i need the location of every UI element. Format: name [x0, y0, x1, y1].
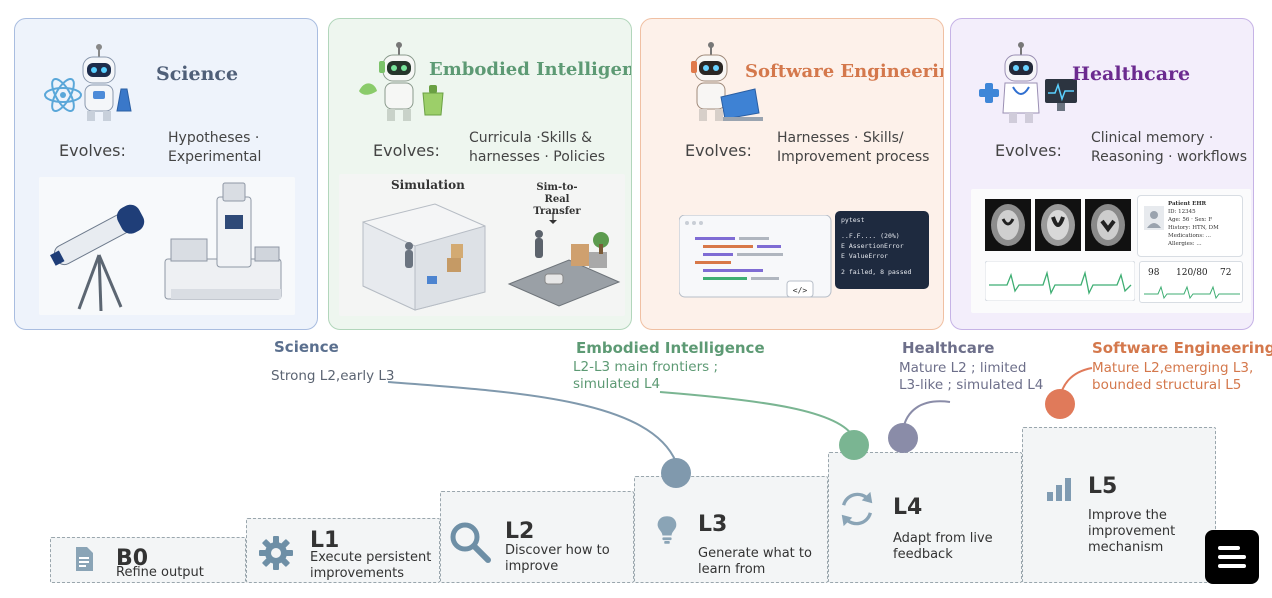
- code-editor-and-terminal-image: </> pytest ..F.F.... (20%) E AssertionEr…: [657, 205, 931, 309]
- simulation-label: Simulation: [391, 178, 465, 192]
- software-evolves-label: Evolves:: [685, 141, 752, 160]
- healthcare-evolves-label: Evolves:: [995, 141, 1062, 160]
- embodied-title: Embodied Intelligence: [429, 59, 631, 80]
- level-l2-id: L2: [505, 519, 535, 544]
- telescope-and-lab-instrument-image: [39, 177, 295, 315]
- ehr-line-2: Age: 56 · Sex: F: [1168, 217, 1213, 223]
- embodied-connector: [659, 391, 855, 439]
- terminal-line-1: ..F.F.... (20%): [841, 232, 900, 240]
- code-editor-graphic: </>: [679, 215, 832, 298]
- software-title: Software Engineering: [745, 61, 944, 82]
- cycle-icon: [841, 491, 873, 527]
- code-icon-text: </>: [793, 286, 808, 295]
- medical-imaging-and-ehr-image: Patient EHR ID: 12345 Age: 56 · Sex: F H…: [971, 189, 1251, 313]
- software-dot: [1045, 389, 1075, 419]
- ehr-line-5: Allergies: ...: [1168, 241, 1202, 247]
- annotation-healthcare-label: Healthcare: [902, 339, 995, 357]
- vital-blood-pressure: 120/80: [1176, 268, 1208, 278]
- level-l3-desc: Generate what to learn from: [698, 546, 812, 577]
- science-card: Science Evolves: Hypotheses · Experiment…: [14, 18, 318, 330]
- stair-l2: [440, 491, 634, 583]
- terminal-line-3: E ValueError: [841, 252, 888, 260]
- level-b0-id: B0: [116, 546, 149, 571]
- terminal-line-4: 2 failed, 8 passed: [841, 268, 912, 276]
- robot-laptop-icon: [691, 42, 763, 121]
- annotation-science-text: Strong L2,early L3: [271, 368, 395, 384]
- science-evolves-text: Hypotheses · Experimental: [168, 130, 262, 165]
- terminal-panel: pytest ..F.F.... (20%) E AssertionError …: [835, 211, 929, 289]
- software-engineering-card: Software Engineering Evolves: Harnesses …: [640, 18, 944, 330]
- robot-doctor-icon: [979, 42, 1077, 123]
- stair-l1: [246, 518, 440, 583]
- embodied-title-text: Embodied Intelligence: [429, 59, 631, 80]
- level-l3-id: L3: [698, 512, 728, 537]
- ehr-text: Patient EHR ID: 12345 Age: 56 · Sex: F H…: [1168, 200, 1219, 248]
- simulation-and-sim-to-real-image: Simulation Sim-to-Real Transfer: [339, 174, 625, 316]
- embodied-evolves-label: Evolves:: [373, 141, 440, 160]
- software-title-text: Software Engineering: [745, 61, 944, 82]
- annotation-embodied-label: Embodied Intelligence: [576, 339, 765, 357]
- science-title: Science: [156, 63, 239, 85]
- vitals-panel: 98 120/80 72: [1139, 261, 1243, 303]
- robot-gardener-icon: [359, 42, 444, 121]
- level-l2-desc: Discover how to improve: [505, 543, 610, 574]
- annotation-science-label: Science: [274, 338, 339, 356]
- science-connector: [387, 381, 677, 463]
- healthcare-card: Healthcare Evolves: Clinical memory · Re…: [950, 18, 1254, 330]
- level-l1-id: L1: [310, 528, 340, 553]
- ehr-line-4: Medications: ...: [1168, 233, 1212, 239]
- embodied-evolves-text: Curricula ·Skills & harnesses · Policies: [469, 130, 606, 165]
- ehr-panel: Patient EHR ID: 12345 Age: 56 · Sex: F H…: [1137, 195, 1243, 257]
- bar-chart-icon: [1047, 478, 1071, 501]
- ecg-strip-graphic: [985, 261, 1135, 301]
- magnifier-icon: [450, 522, 491, 563]
- ehr-line-1: ID: 12345: [1168, 209, 1196, 215]
- vital-heart-rate: 98: [1148, 268, 1160, 278]
- healthcare-dot: [888, 423, 918, 453]
- level-l1-desc: Execute persistent improvements: [310, 550, 432, 581]
- simulation-room-graphic: [362, 203, 621, 311]
- logo-badge: [1205, 530, 1259, 584]
- science-dot: [661, 458, 691, 488]
- brain-scans-graphic: [985, 199, 1131, 251]
- level-l4-desc: Adapt from live feedback: [893, 531, 993, 562]
- healthcare-title: Healthcare: [1072, 63, 1191, 85]
- software-evolves-text: Harnesses · Skills/ Improvement process: [777, 130, 930, 165]
- level-l5-id: L5: [1088, 474, 1118, 499]
- terminal-title: pytest: [841, 216, 865, 224]
- gear-icon: [259, 536, 293, 570]
- robot-scientist-icon: [44, 44, 132, 121]
- science-evolves-label: Evolves:: [59, 141, 126, 160]
- ehr-line-3: History: HTN, DM: [1168, 225, 1219, 231]
- level-l4-id: L4: [893, 495, 923, 520]
- vital-pulse: 72: [1220, 268, 1232, 278]
- menu-lines-icon: [1218, 546, 1246, 568]
- level-l5-desc: Improve the improvement mechanism: [1088, 508, 1176, 555]
- embodied-dot: [839, 430, 869, 460]
- annotation-software-label: Software Engineering: [1092, 339, 1272, 357]
- embodied-intelligence-card: Embodied Intelligence Evolves: Curricula…: [328, 18, 632, 330]
- annotation-embodied-text: L2-L3 main frontiers ; simulated L4: [573, 359, 718, 392]
- level-b0-desc: Refine output: [116, 565, 204, 580]
- vitals-wave-graphic: [1144, 285, 1240, 300]
- stair-l4: [828, 452, 1022, 583]
- annotation-healthcare-text: Mature L2 ; limited L3-like ; simulated …: [899, 360, 1044, 393]
- sim-to-real-label: Sim-to-Real Transfer: [533, 182, 581, 217]
- lightbulb-icon: [657, 516, 677, 544]
- stair-l5: [1022, 427, 1216, 583]
- patient-avatar-icon: [1144, 206, 1164, 230]
- healthcare-evolves-text: Clinical memory · Reasoning · workflows: [1091, 130, 1248, 165]
- document-icon: [76, 547, 93, 571]
- terminal-line-2: E AssertionError: [841, 242, 904, 250]
- ehr-title: Patient EHR: [1168, 201, 1207, 207]
- annotation-software-text: Mature L2,emerging L3, bounded structura…: [1092, 360, 1254, 393]
